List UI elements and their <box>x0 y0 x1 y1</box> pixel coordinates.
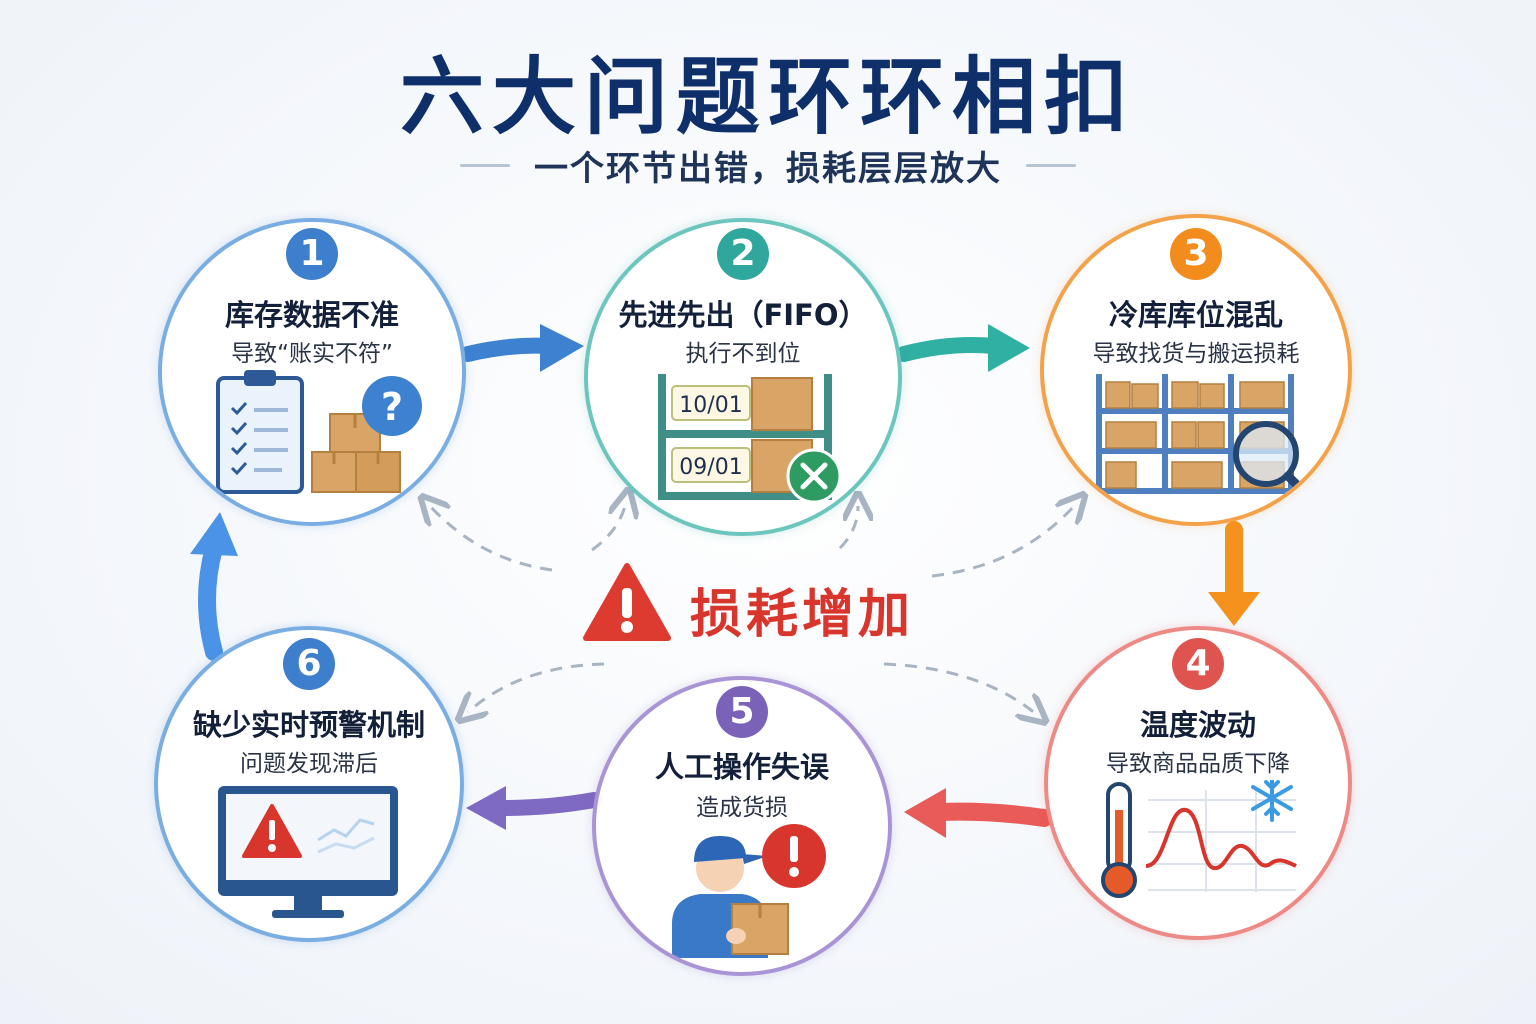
monitor-warning-icon <box>218 786 398 918</box>
thermometer-wave-snowflake-icon <box>1101 780 1297 898</box>
node-2-number: 2 <box>717 228 769 280</box>
arrow-3-to-4 <box>1208 521 1260 626</box>
node-3-number: 3 <box>1170 228 1222 280</box>
shelf-dates-x-icon: 10/01 09/01 <box>658 374 842 504</box>
center-label: 损耗增加 <box>690 585 915 645</box>
node-1-number: 1 <box>286 228 338 280</box>
node-1: 1 库存数据不准 导致“账实不符” ? <box>158 218 466 526</box>
node-2-subtitle: 执行不到位 <box>685 341 801 367</box>
dashed-arrow-to-2 <box>591 502 626 552</box>
arrow-6-to-1 <box>190 512 238 661</box>
node-4-title: 温度波动 <box>1139 708 1256 742</box>
arrow-2-to-3 <box>896 324 1030 372</box>
node-6: 6 缺少实时预警机制 问题发现滞后 <box>154 626 464 942</box>
node-6-subtitle: 问题发现滞后 <box>240 751 378 777</box>
node-1-subtitle: 导致“账实不符” <box>231 341 393 367</box>
subtitle-left-line <box>460 163 510 167</box>
node-6-title: 缺少实时预警机制 <box>192 708 425 742</box>
node-3-subtitle: 导致找货与搬运损耗 <box>1092 341 1300 367</box>
warning-triangle-icon <box>583 563 671 641</box>
arrow-1-to-2 <box>460 324 584 372</box>
node-5-number: 5 <box>716 686 768 738</box>
page-subtitle: 一个环节出错，损耗层层放大 <box>534 148 1002 189</box>
subtitle-right-line <box>1026 163 1076 167</box>
node-2: 2 先进先出（FIFO） 执行不到位 10/01 09/01 <box>584 218 902 536</box>
node-2-date-bottom: 09/01 <box>679 455 742 480</box>
node-3: 3 冷库库位混乱 导致找货与搬运损耗 <box>1040 214 1352 526</box>
worker-box-alert-icon <box>672 824 826 958</box>
dashed-arrow-to-1 <box>430 506 553 572</box>
arrow-5-to-6 <box>466 786 602 830</box>
rack-magnifier-icon <box>1096 374 1311 499</box>
node-5-title: 人工操作失误 <box>654 750 829 784</box>
dashed-arrow-to-2b <box>838 506 858 550</box>
page-title: 六大问题环环相扣 <box>399 48 1136 146</box>
node-5-subtitle: 造成货损 <box>696 795 788 821</box>
node-4: 4 温度波动 导致商品品质下降 <box>1044 626 1352 940</box>
node-6-number: 6 <box>283 638 335 690</box>
node-3-title: 冷库库位混乱 <box>1108 298 1283 332</box>
node-2-title: 先进先出（FIFO） <box>618 298 868 332</box>
svg-text:?: ? <box>381 385 403 429</box>
node-4-number: 4 <box>1172 638 1224 690</box>
dashed-arrow-to-4 <box>883 662 1036 714</box>
node-4-subtitle: 导致商品品质下降 <box>1106 751 1290 777</box>
subtitle-row: 一个环节出错，损耗层层放大 <box>0 140 1536 190</box>
dashed-arrow-to-3 <box>931 504 1076 578</box>
arrow-4-to-5 <box>904 788 1053 838</box>
node-2-date-top: 10/01 <box>679 393 742 418</box>
clipboard-boxes-question-icon: ? <box>216 370 422 494</box>
node-1-title: 库存数据不准 <box>224 298 399 332</box>
node-5: 5 人工操作失误 造成货损 <box>592 676 892 976</box>
dashed-arrow-to-6 <box>468 662 605 712</box>
